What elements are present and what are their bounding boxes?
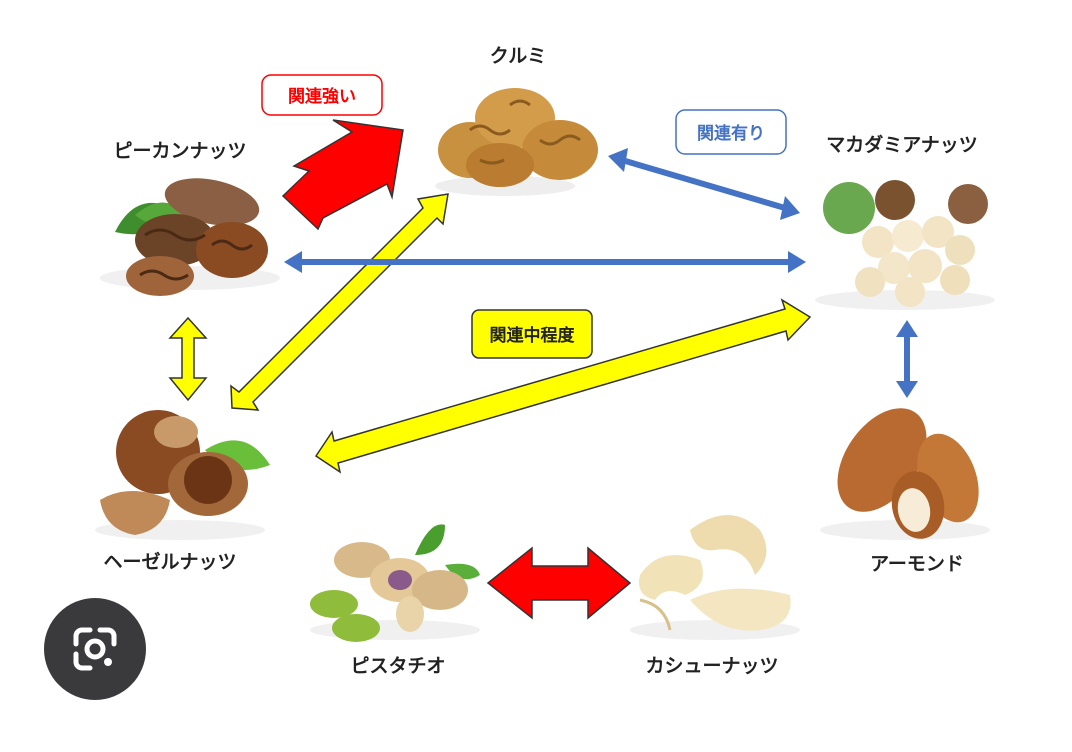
cashew-image [630,515,800,640]
arrow-walnut-pecan-strong [281,119,404,231]
label-almond: アーモンド [870,553,964,575]
relation-medium-label: 関連中程度 [490,325,576,346]
label-cashew: カシューナッツ [645,655,778,677]
relation-some-label: 関連有り [697,123,765,144]
google-lens-icon [73,627,117,671]
arrowhead-macadamia-bottom [896,320,918,337]
arrow-walnut-hazelnut-medium [230,193,449,411]
label-pistachio: ピスタチオ [350,655,445,677]
arrowhead-pecan [284,251,302,273]
arrowhead-walnut [608,148,628,172]
arrow-hazelnut-macadamia-medium [314,298,812,474]
arrow-pistachio-cashew-strong [486,546,632,620]
almond-image [820,408,990,540]
label-pecan: ピーカンナッツ [113,140,246,162]
relation-strong-box: 関連強い [261,74,383,116]
arrowhead-macadamia-left [788,251,806,273]
label-macadamia: マカダミアナッツ [826,133,978,156]
relation-medium-box: 関連中程度 [471,309,593,359]
lens-search-button[interactable] [44,598,146,700]
relation-strong-label: 関連強い [288,86,356,107]
macadamia-image [815,180,995,310]
arrow-walnut-macadamia-some [621,157,786,211]
pistachio-image [310,524,480,642]
label-hazelnut: ヘーゼルナッツ [103,550,236,573]
hazelnut-image [95,410,270,540]
walnut-image [435,88,598,196]
label-walnut: クルミ [490,45,546,67]
arrowhead-almond [896,381,918,398]
arrow-pecan-hazelnut-medium [168,316,208,402]
relation-some-box: 関連有り [675,109,787,155]
pecan-image [100,178,280,296]
arrowhead-macadamia-top [780,196,800,220]
